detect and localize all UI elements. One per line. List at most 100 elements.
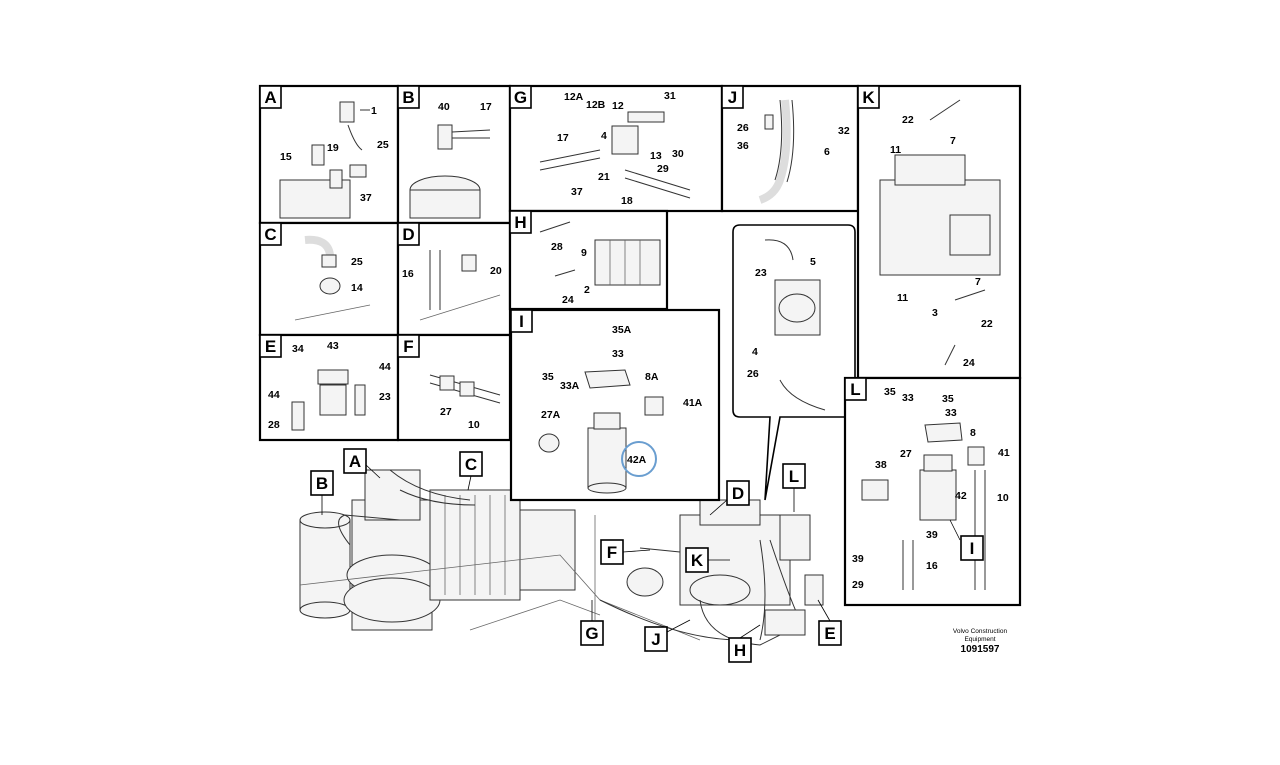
part-label: 4 — [752, 346, 758, 358]
panel-i: I 35A 33 35 33A 8A 27A 41A 42A — [509, 308, 721, 502]
part-label: 27 — [440, 406, 452, 418]
panel-letter: J — [728, 88, 737, 107]
panel-g: G 12A 12B 12 31 17 4 13 30 21 29 37 18 — [508, 84, 724, 213]
callout-letter-e: E — [824, 624, 835, 643]
panel-e: E 34 43 44 44 23 28 — [258, 333, 400, 442]
part-label: 35 — [884, 386, 896, 398]
panel-letter: C — [264, 225, 276, 244]
part-label: 44 — [379, 361, 391, 373]
part-label: 11 — [897, 292, 908, 304]
part-label: 32 — [838, 125, 850, 137]
part-label: 23 — [755, 267, 767, 279]
part-label: 15 — [280, 151, 292, 163]
panel-f: F 27 10 — [396, 333, 512, 442]
part-label: 41 — [998, 447, 1010, 459]
callout-letter-d: D — [732, 484, 744, 503]
part-label: 8 — [970, 427, 976, 439]
part-label: 33 — [945, 407, 957, 419]
brand-line-2: Equipment — [964, 636, 995, 643]
part-label: 17 — [557, 132, 569, 144]
panel-c: C 25 14 — [258, 221, 400, 337]
part-label: 31 — [664, 90, 676, 102]
part-label: 26 — [737, 122, 749, 134]
part-label: 29 — [852, 579, 864, 591]
part-label: 24 — [963, 357, 975, 369]
part-label: 27 — [900, 448, 912, 460]
part-label: 7 — [975, 276, 981, 288]
pump-detail-callout: 23 5 4 26 — [732, 224, 856, 501]
part-label: 7 — [950, 135, 956, 147]
part-label: 12B — [586, 99, 606, 111]
part-label: 2 — [584, 284, 590, 296]
part-label: 33 — [902, 392, 914, 404]
callout-letter-j: J — [651, 630, 660, 649]
panel-d: D 16 20 — [396, 221, 512, 337]
callout-letter-a: A — [349, 452, 361, 471]
part-label: 25 — [351, 256, 363, 268]
panel-b: B 40 17 — [396, 84, 512, 225]
part-label: 42 — [955, 490, 967, 502]
part-label: 26 — [747, 368, 759, 380]
part-label: 42A — [627, 454, 647, 466]
panel-letter: B — [402, 88, 414, 107]
part-label: 41A — [683, 397, 703, 409]
part-label: 27A — [541, 409, 561, 421]
part-label: 40 — [438, 101, 450, 113]
part-label: 5 — [810, 256, 816, 268]
part-label: 1 — [371, 105, 377, 117]
part-label: 33 — [612, 348, 624, 360]
callout-letter-c: C — [465, 455, 477, 474]
part-label: 39 — [926, 529, 938, 541]
part-label: 22 — [981, 318, 993, 330]
machine-overview-drawing — [299, 469, 824, 646]
panel-letter: L — [850, 380, 860, 399]
part-label: 25 — [377, 139, 389, 151]
part-label: 16 — [402, 268, 414, 280]
brand-block: Volvo Construction Equipment 1091597 — [953, 628, 1008, 655]
part-label: 12 — [612, 100, 624, 112]
panel-h: H 28 9 24 2 — [508, 209, 669, 311]
document-number: 1091597 — [961, 644, 1000, 655]
part-label: 20 — [490, 265, 502, 277]
part-label: 36 — [737, 140, 749, 152]
part-label: 19 — [327, 142, 339, 154]
panel-k: K 22 7 11 7 11 3 22 24 — [856, 84, 1022, 380]
part-label: 9 — [581, 247, 587, 259]
part-label: 14 — [351, 282, 363, 294]
part-label: 23 — [379, 391, 391, 403]
panel-letter: I — [519, 312, 524, 331]
part-label: 8A — [645, 371, 659, 383]
callout-letter-b: B — [316, 474, 328, 493]
part-label: 37 — [571, 186, 583, 198]
callout-letter-i: I — [970, 539, 975, 558]
part-label: 10 — [997, 492, 1009, 504]
highlighted-part-ring — [621, 441, 657, 477]
callout-letter-k: K — [691, 551, 704, 570]
part-label: 33A — [560, 380, 580, 392]
part-label: 6 — [824, 146, 830, 158]
part-label: 44 — [268, 389, 280, 401]
panel-letter: D — [402, 225, 414, 244]
panel-letter: E — [265, 337, 276, 356]
panel-letter: A — [264, 88, 276, 107]
part-label: 35A — [612, 324, 632, 336]
part-label: 21 — [598, 171, 610, 183]
part-label: 4 — [601, 130, 607, 142]
panel-j: J 26 32 36 6 — [720, 84, 860, 213]
callout-letter-g: G — [585, 624, 598, 643]
part-label: 37 — [360, 192, 372, 204]
panel-l: L 35 33 35 33 8 38 27 41 42 10 39 39 16 … — [843, 376, 1022, 607]
part-label: 34 — [292, 343, 304, 355]
part-label: 12A — [564, 91, 584, 103]
panel-a: A 1 15 19 25 37 — [258, 84, 400, 225]
part-label: 29 — [657, 163, 669, 175]
part-label: 28 — [268, 419, 280, 431]
callout-letter-h: H — [734, 641, 746, 660]
part-label: 16 — [926, 560, 938, 572]
part-label: 30 — [672, 148, 684, 160]
part-label: 24 — [562, 294, 574, 306]
part-label: 35 — [542, 371, 554, 383]
part-label: 17 — [480, 101, 492, 113]
